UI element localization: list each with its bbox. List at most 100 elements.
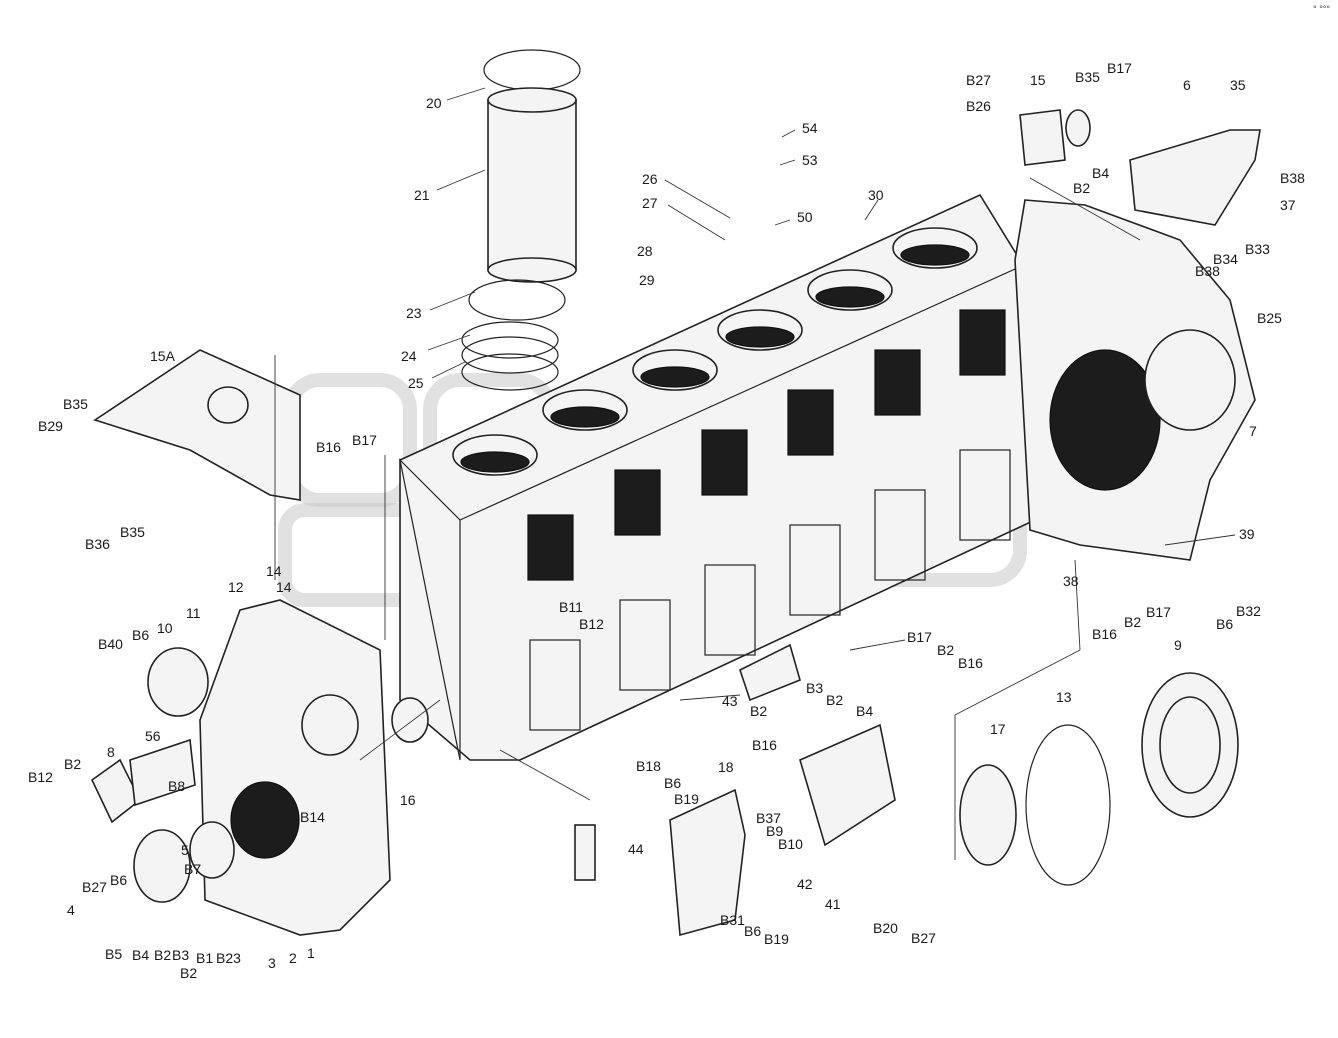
callout-label: 39 (1239, 526, 1255, 542)
callout-labels: 20 21 23 24 25 26 27 28 29 50 53 54 30 B… (28, 60, 1305, 981)
callout-label: 44 (628, 841, 644, 857)
callout-label: B27 (911, 930, 936, 946)
callout-label: B2 (1124, 614, 1141, 630)
callout-label: B27 (966, 72, 991, 88)
callout-label: B5 (105, 946, 122, 962)
callout-label: B32 (1236, 603, 1261, 619)
callout-label: 9 (1174, 637, 1182, 653)
callout-label: B16 (316, 439, 341, 455)
callout-label: B35 (63, 396, 88, 412)
callout-label: 41 (825, 896, 841, 912)
callout-label: B33 (1245, 241, 1270, 257)
callout-label: B4 (1092, 165, 1109, 181)
callout-label: 35 (1230, 77, 1246, 93)
callout-label: B26 (966, 98, 991, 114)
callout-label: 29 (639, 272, 655, 288)
callout-label: 21 (414, 187, 430, 203)
callout-label: B37 (756, 810, 781, 826)
leader-lines (274, 87, 1236, 860)
callout-label: 20 (426, 95, 442, 111)
callout-label: 5 (181, 842, 189, 858)
callout-label: B2 (180, 965, 197, 981)
callout-label: B2 (154, 947, 171, 963)
callout-label: 17 (990, 721, 1006, 737)
callout-label: B38 (1195, 263, 1220, 279)
callout-label: 16 (400, 792, 416, 808)
callout-label: B23 (216, 950, 241, 966)
engine-block (399, 193, 1036, 761)
callout-label: B16 (1092, 626, 1117, 642)
callout-label: B31 (720, 912, 745, 928)
callout-label: B7 (184, 861, 201, 877)
callout-label: 11 (186, 605, 201, 621)
callout-label: 10 (157, 620, 173, 636)
callout-label: B10 (778, 836, 803, 852)
callout-label: B35 (1075, 69, 1100, 85)
callout-label: B2 (826, 692, 843, 708)
callout-label: B29 (38, 418, 63, 434)
callout-label: B4 (132, 947, 149, 963)
callout-label: B36 (85, 536, 110, 552)
callout-label: 12 (228, 579, 244, 595)
callout-label: B27 (82, 879, 107, 895)
callout-label: B6 (1216, 616, 1233, 632)
callout-label: B1 (196, 950, 213, 966)
callout-label: 27 (642, 195, 658, 211)
callout-label: 25 (408, 375, 424, 391)
timing-cover (90, 599, 391, 936)
flywheel-housing (1014, 109, 1261, 561)
callout-label: B25 (1257, 310, 1282, 326)
callout-label: B6 (110, 872, 127, 888)
callout-label: B9 (766, 823, 783, 839)
callout-label: 42 (797, 876, 813, 892)
callout-label: B2 (1073, 180, 1090, 196)
callout-label: 54 (802, 120, 818, 136)
callout-label: 15 (1030, 72, 1046, 88)
callout-label: 37 (1280, 197, 1296, 213)
callout-label: B17 (352, 432, 377, 448)
callout-label: B40 (98, 636, 123, 652)
callout-label: B4 (856, 703, 873, 719)
callout-label: 1 (307, 945, 315, 961)
callout-label: B20 (873, 920, 898, 936)
callout-label: 30 (868, 187, 884, 203)
callout-label: B12 (28, 769, 53, 785)
callout-label: B6 (132, 627, 149, 643)
bracket-15a (93, 349, 301, 501)
callout-label: B19 (764, 931, 789, 947)
callout-label: B8 (168, 778, 185, 794)
callout-label: B18 (636, 758, 661, 774)
callout-label: 4 (67, 902, 75, 918)
callout-label: 43 (722, 693, 738, 709)
callout-label: 18 (718, 759, 734, 775)
corner-mark: ° °°° (1313, 4, 1330, 14)
callout-label: 28 (637, 243, 653, 259)
callout-label: B12 (579, 616, 604, 632)
callout-label: 50 (797, 209, 813, 225)
callout-label: B11 (559, 599, 583, 615)
callout-label: 38 (1063, 573, 1079, 589)
callout-label: B17 (1107, 60, 1132, 76)
callout-label: B35 (120, 524, 145, 540)
callout-label: 53 (802, 152, 818, 168)
callout-label: 6 (1183, 77, 1191, 93)
callout-label: 56 (145, 728, 161, 744)
callout-label: 14 (266, 563, 282, 579)
callout-label: 13 (1056, 689, 1072, 705)
callout-label: 26 (642, 171, 658, 187)
callout-label: B2 (937, 642, 954, 658)
callout-label: 15A (150, 348, 176, 364)
callout-label: B17 (1146, 604, 1171, 620)
callout-label: B14 (300, 809, 325, 825)
callout-label: 8 (107, 744, 115, 760)
callout-label: 23 (406, 305, 422, 321)
callout-label: B2 (750, 703, 767, 719)
callout-label: 2 (289, 950, 297, 966)
callout-label: 3 (268, 955, 276, 971)
callout-label: B19 (674, 791, 699, 807)
lower-parts (391, 643, 1239, 937)
callout-label: 7 (1249, 423, 1257, 439)
cylinder-liner-group (461, 49, 581, 391)
callout-label: B16 (958, 655, 983, 671)
